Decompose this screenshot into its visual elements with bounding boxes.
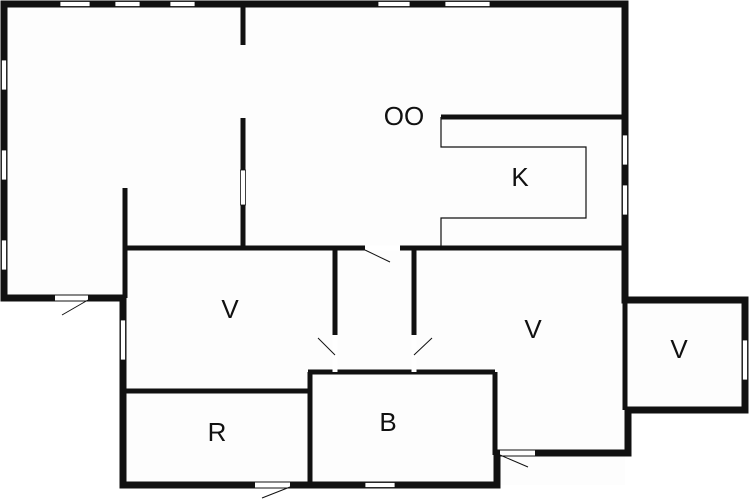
kitchen-counter xyxy=(440,117,587,248)
label-room-v-annex: V xyxy=(670,334,688,364)
doors xyxy=(55,245,535,499)
room-fills xyxy=(4,4,747,485)
label-room-b: B xyxy=(379,407,396,437)
label-room-v-left: V xyxy=(221,294,239,324)
label-room-r: R xyxy=(208,417,227,447)
label-kitchen: K xyxy=(511,162,529,192)
interior-walls xyxy=(122,4,628,485)
label-oo: OO xyxy=(384,101,424,131)
label-room-v-right: V xyxy=(524,314,542,344)
windows xyxy=(1,1,748,488)
